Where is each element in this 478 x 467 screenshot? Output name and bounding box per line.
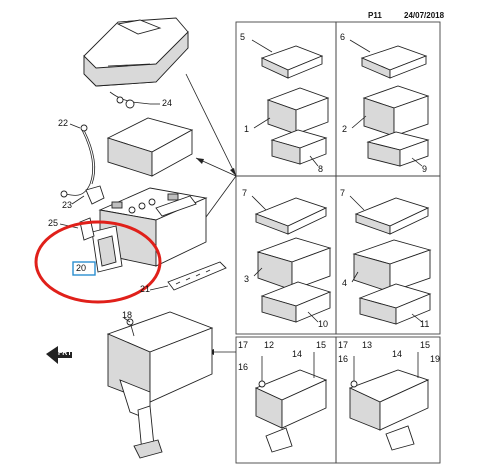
callout-16a: 16 <box>238 362 249 372</box>
panel-4-components <box>352 197 432 325</box>
battery-cover <box>83 17 189 87</box>
callout-17b: 17 <box>338 340 349 350</box>
callout-17a: 17 <box>238 340 249 350</box>
callout-16b: 16 <box>338 354 349 364</box>
page-date: 24/07/2018 <box>404 11 445 20</box>
callout-15: 15 <box>316 340 327 350</box>
callout-22: 22 <box>58 118 69 128</box>
battery-tray <box>106 311 214 421</box>
panel-6-components <box>348 352 430 451</box>
callout-leader-lines <box>59 39 423 323</box>
callout-11: 11 <box>420 319 430 329</box>
panel-frame-4 <box>335 175 441 335</box>
page-code: P11 <box>368 11 382 20</box>
callout-1: 1 <box>244 124 250 134</box>
front-label: FRT <box>58 350 72 357</box>
callout-10: 10 <box>318 319 329 329</box>
callout-19: 19 <box>430 354 441 364</box>
cable-harness-22 <box>60 124 105 205</box>
callout-23: 23 <box>62 200 73 210</box>
callout-18: 18 <box>122 310 133 320</box>
front-direction-arrow <box>46 346 72 364</box>
panel-frame-6 <box>335 336 441 464</box>
callout-4: 4 <box>342 278 348 288</box>
panel-2-components <box>360 45 430 167</box>
callout-3: 3 <box>244 274 250 284</box>
callout-7a: 7 <box>242 188 248 198</box>
callout-21: 21 <box>140 284 151 294</box>
callout-8: 8 <box>318 164 324 174</box>
clamp-strip-21 <box>167 261 227 291</box>
callout-14b: 14 <box>392 349 403 359</box>
callout-25: 25 <box>48 218 59 228</box>
callout-20-box <box>72 261 96 276</box>
callout-15b: 15 <box>420 340 431 350</box>
insulation-sleeve <box>106 117 194 177</box>
callout-20: 20 <box>76 263 87 273</box>
callout-12: 12 <box>264 340 275 350</box>
highlight-circle <box>34 220 162 304</box>
callout-14a: 14 <box>292 349 303 359</box>
panel-5-components <box>254 352 328 453</box>
callout-6: 6 <box>340 32 346 42</box>
panel-1-components <box>260 45 330 165</box>
callout-9: 9 <box>422 164 428 174</box>
callout-5: 5 <box>240 32 246 42</box>
callout-24: 24 <box>162 98 173 108</box>
panel-3-components <box>254 197 332 323</box>
callout-7b: 7 <box>340 188 346 198</box>
battery-cable-24 <box>109 91 151 109</box>
tray-support-leg <box>133 405 163 459</box>
callout-13: 13 <box>362 340 373 350</box>
callout-2: 2 <box>342 124 348 134</box>
